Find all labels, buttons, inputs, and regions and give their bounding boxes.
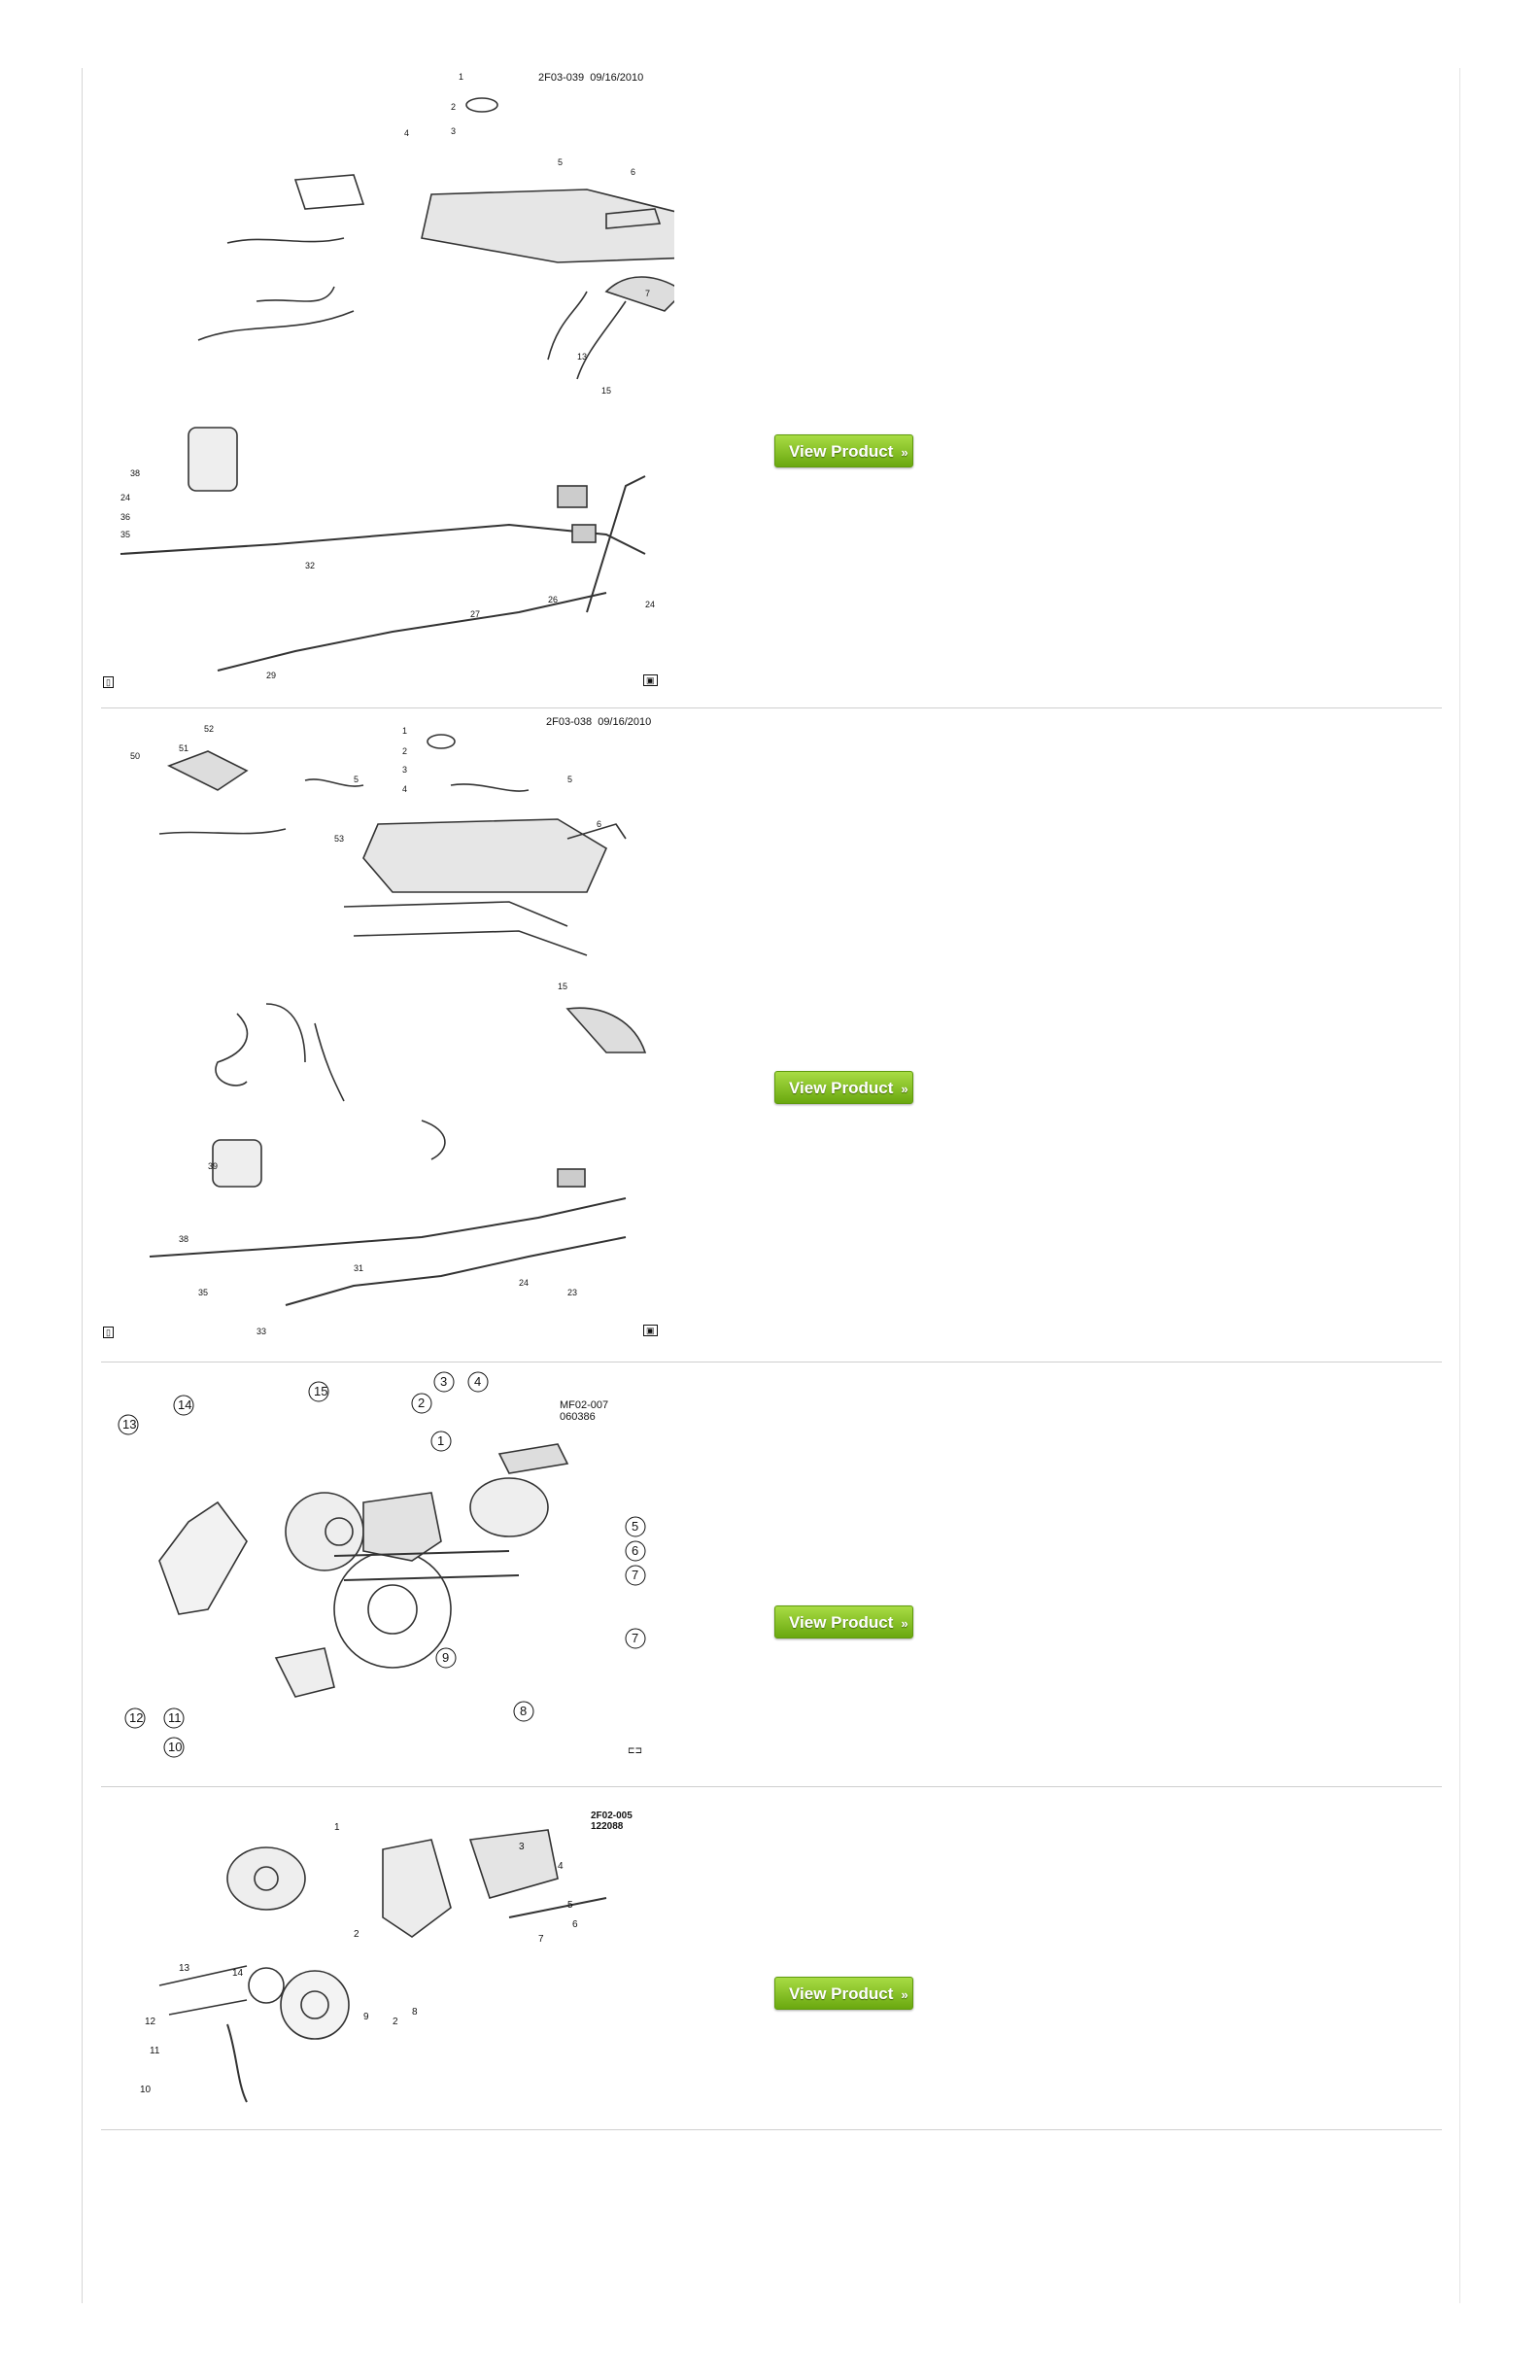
- svg-text:3: 3: [402, 765, 407, 775]
- diagram-code: MF02-007 060386: [560, 1399, 609, 1423]
- svg-text:33: 33: [257, 1327, 266, 1336]
- diagram-code: 2F02-005 122088: [591, 1811, 633, 1832]
- svg-text:7: 7: [645, 289, 650, 298]
- alternator-mount-diagram: 15 14 13 3 4 2 1 5 6 7 7 9 8 12 11 10: [101, 1366, 674, 1784]
- svg-text:15: 15: [601, 386, 611, 396]
- svg-text:2: 2: [354, 1929, 359, 1940]
- svg-text:51: 51: [179, 743, 188, 753]
- fuel-system-diagram: 1 2 3 4 5 6 7 13 15 38 24 36 35 32 27 26 24 29: [101, 68, 674, 700]
- svg-text:39: 39: [208, 1161, 218, 1171]
- print-icon[interactable]: ▣: [643, 674, 658, 686]
- chevron-right-icon: »: [901, 1082, 908, 1096]
- svg-text:9: 9: [442, 1650, 449, 1665]
- svg-text:24: 24: [519, 1278, 529, 1288]
- svg-text:7: 7: [632, 1631, 638, 1645]
- svg-text:1: 1: [402, 726, 407, 736]
- svg-text:5: 5: [354, 775, 359, 784]
- svg-text:4: 4: [404, 128, 409, 138]
- svg-text:35: 35: [198, 1288, 208, 1297]
- product-row: 1 2 3 4 5 6 7 13 15 38 24 36 35 32 27 26 24 29 2F03-…: [101, 68, 1442, 708]
- svg-text:14: 14: [232, 1968, 244, 1979]
- svg-text:10: 10: [140, 2085, 152, 2095]
- svg-text:35: 35: [120, 530, 130, 539]
- svg-text:3: 3: [440, 1374, 447, 1389]
- svg-text:27: 27: [470, 609, 480, 619]
- diagram-code: 2F03-038 09/16/2010: [546, 716, 652, 728]
- svg-text:1: 1: [334, 1822, 340, 1833]
- svg-text:53: 53: [334, 834, 344, 844]
- svg-text:1: 1: [459, 72, 463, 82]
- svg-text:2: 2: [402, 746, 407, 756]
- svg-text:14: 14: [178, 1397, 191, 1412]
- svg-text:5: 5: [567, 1900, 573, 1911]
- diagram-code: 2F03-039 09/16/2010: [538, 72, 644, 84]
- svg-text:2: 2: [418, 1396, 425, 1410]
- svg-text:13: 13: [577, 352, 587, 362]
- view-product-label: View Product: [789, 442, 894, 461]
- svg-text:1: 1: [437, 1433, 444, 1448]
- svg-text:4: 4: [474, 1374, 481, 1389]
- svg-text:13: 13: [179, 1963, 190, 1974]
- svg-text:3: 3: [451, 126, 456, 136]
- svg-text:8: 8: [520, 1704, 527, 1718]
- svg-text:7: 7: [632, 1568, 638, 1582]
- page-left-border: [82, 68, 83, 2303]
- chevron-right-icon: »: [901, 445, 908, 460]
- svg-text:10: 10: [168, 1740, 182, 1754]
- svg-text:2: 2: [393, 2017, 398, 2027]
- svg-text:24: 24: [120, 493, 130, 502]
- svg-text:5: 5: [558, 157, 563, 167]
- svg-text:3: 3: [519, 1842, 525, 1852]
- view-product-label: View Product: [789, 1613, 894, 1632]
- svg-text:7: 7: [538, 1934, 544, 1945]
- svg-text:8: 8: [412, 2007, 418, 2018]
- svg-text:32: 32: [305, 561, 315, 570]
- zoom-icon[interactable]: ▯: [103, 1327, 114, 1338]
- svg-text:12: 12: [145, 2017, 156, 2027]
- chevron-right-icon: »: [901, 1616, 908, 1631]
- svg-text:29: 29: [266, 671, 276, 680]
- svg-text:4: 4: [402, 784, 407, 794]
- svg-text:6: 6: [572, 1919, 578, 1930]
- page-right-border: [1459, 68, 1460, 2303]
- svg-text:9: 9: [363, 2012, 369, 2022]
- svg-text:26: 26: [548, 595, 558, 604]
- svg-text:23: 23: [567, 1288, 577, 1297]
- svg-text:15: 15: [558, 982, 567, 991]
- svg-text:24: 24: [645, 600, 655, 609]
- diagram-mark-icon: ⊏⊐: [628, 1745, 643, 1755]
- svg-text:52: 52: [204, 724, 214, 734]
- print-icon[interactable]: ▣: [643, 1325, 658, 1336]
- view-product-button[interactable]: View Product »: [774, 1071, 913, 1104]
- product-row: 15 14 13 3 4 2 1 5 6 7 7 9 8 12 11 10 MF…: [101, 1366, 1442, 1787]
- svg-text:6: 6: [597, 819, 601, 829]
- svg-text:38: 38: [130, 468, 140, 478]
- svg-text:15: 15: [314, 1384, 327, 1398]
- svg-text:5: 5: [632, 1519, 638, 1534]
- svg-text:11: 11: [150, 2046, 160, 2056]
- svg-text:36: 36: [120, 512, 130, 522]
- svg-text:31: 31: [354, 1263, 363, 1273]
- svg-text:38: 38: [179, 1234, 188, 1244]
- svg-text:5: 5: [567, 775, 572, 784]
- chevron-right-icon: »: [901, 1987, 908, 2002]
- view-product-button[interactable]: View Product »: [774, 1977, 913, 2010]
- svg-text:6: 6: [631, 167, 635, 177]
- view-product-button[interactable]: View Product »: [774, 1605, 913, 1638]
- view-product-label: View Product: [789, 1984, 894, 2003]
- view-product-button[interactable]: View Product »: [774, 434, 913, 467]
- svg-text:6: 6: [632, 1543, 638, 1558]
- svg-text:13: 13: [122, 1417, 136, 1431]
- svg-text:11: 11: [168, 1710, 182, 1725]
- svg-text:2: 2: [451, 102, 456, 112]
- view-product-label: View Product: [789, 1079, 894, 1097]
- svg-text:4: 4: [558, 1861, 564, 1872]
- svg-text:12: 12: [129, 1710, 143, 1725]
- zoom-icon[interactable]: ▯: [103, 676, 114, 688]
- svg-text:50: 50: [130, 751, 140, 761]
